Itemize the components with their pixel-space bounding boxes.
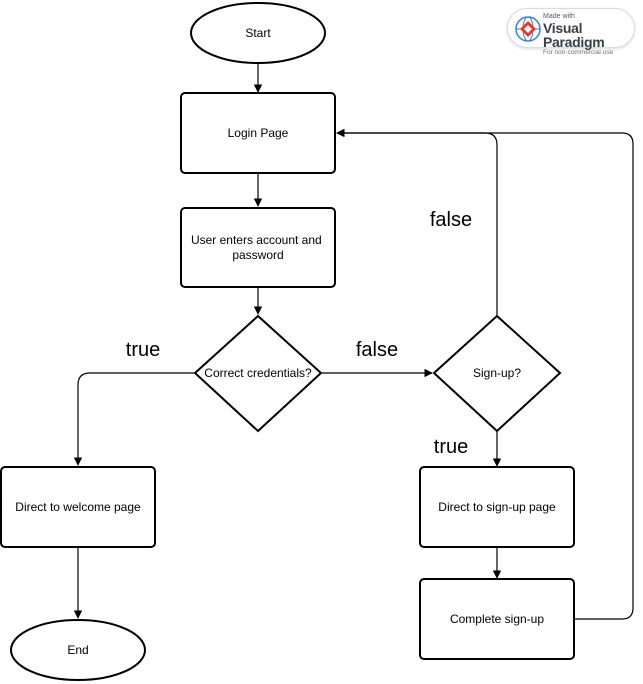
edges — [73, 63, 634, 620]
correct-credentials-diamond — [193, 314, 323, 433]
correct-credentials-label: Correct credentials? — [204, 366, 312, 380]
start-terminal-shape — [190, 2, 326, 64]
start-label: Start — [245, 26, 271, 40]
direct-welcome-label: Direct to welcome page — [15, 500, 141, 514]
node-direct-welcome: Direct to welcome page — [0, 466, 156, 548]
direct-welcome-box — [0, 466, 156, 548]
complete-signup-box — [419, 578, 575, 660]
direct-signup-label: Direct to sign-up page — [438, 500, 556, 514]
watermark-note: For non-commercial use — [543, 49, 614, 56]
user-enters-label-line-2: password — [232, 248, 283, 262]
watermark-text: Made with Visual Paradigm For non-commer… — [543, 13, 635, 57]
edge-credentials-true-to-welcome — [73, 372, 195, 466]
node-user-enters: User enters account and password — [180, 207, 336, 288]
watermark-made-with: Made with — [543, 13, 575, 20]
node-sign-up-decision: Sign-up? — [432, 314, 562, 433]
sign-up-decision-label: Sign-up? — [473, 366, 521, 380]
logo-diamond-inner — [524, 25, 532, 33]
node-start: Start — [190, 2, 326, 64]
node-complete-signup: Complete sign-up — [419, 578, 575, 660]
signup-true-label: true — [434, 436, 468, 458]
complete-signup-label: Complete sign-up — [450, 612, 544, 626]
sign-up-decision-diamond — [432, 314, 562, 433]
credentials-true-label: true — [126, 339, 160, 361]
node-direct-signup: Direct to sign-up page — [419, 466, 575, 548]
end-label: End — [67, 643, 88, 657]
user-enters-label: User enters account and password — [191, 233, 325, 262]
visual-paradigm-logo-icon — [515, 16, 541, 42]
end-terminal-shape — [10, 619, 146, 681]
user-enters-label-line-1: User enters account and — [191, 233, 322, 247]
node-end: End — [10, 619, 146, 681]
signup-false-label: false — [430, 209, 472, 231]
credentials-false-label: false — [356, 339, 398, 361]
node-correct-credentials: Correct credentials? — [193, 314, 323, 433]
edge-complete-to-login — [336, 128, 634, 620]
edge-signup-false-to-login — [336, 128, 498, 315]
direct-signup-box — [419, 466, 575, 548]
node-login-page: Login Page — [180, 92, 336, 174]
watermark-brand: Visual Paradigm — [543, 20, 605, 50]
login-page-box — [180, 92, 336, 174]
user-enters-box — [180, 207, 336, 288]
login-page-label: Login Page — [228, 126, 289, 140]
visual-paradigm-watermark: Made with Visual Paradigm For non-commer… — [507, 8, 635, 56]
